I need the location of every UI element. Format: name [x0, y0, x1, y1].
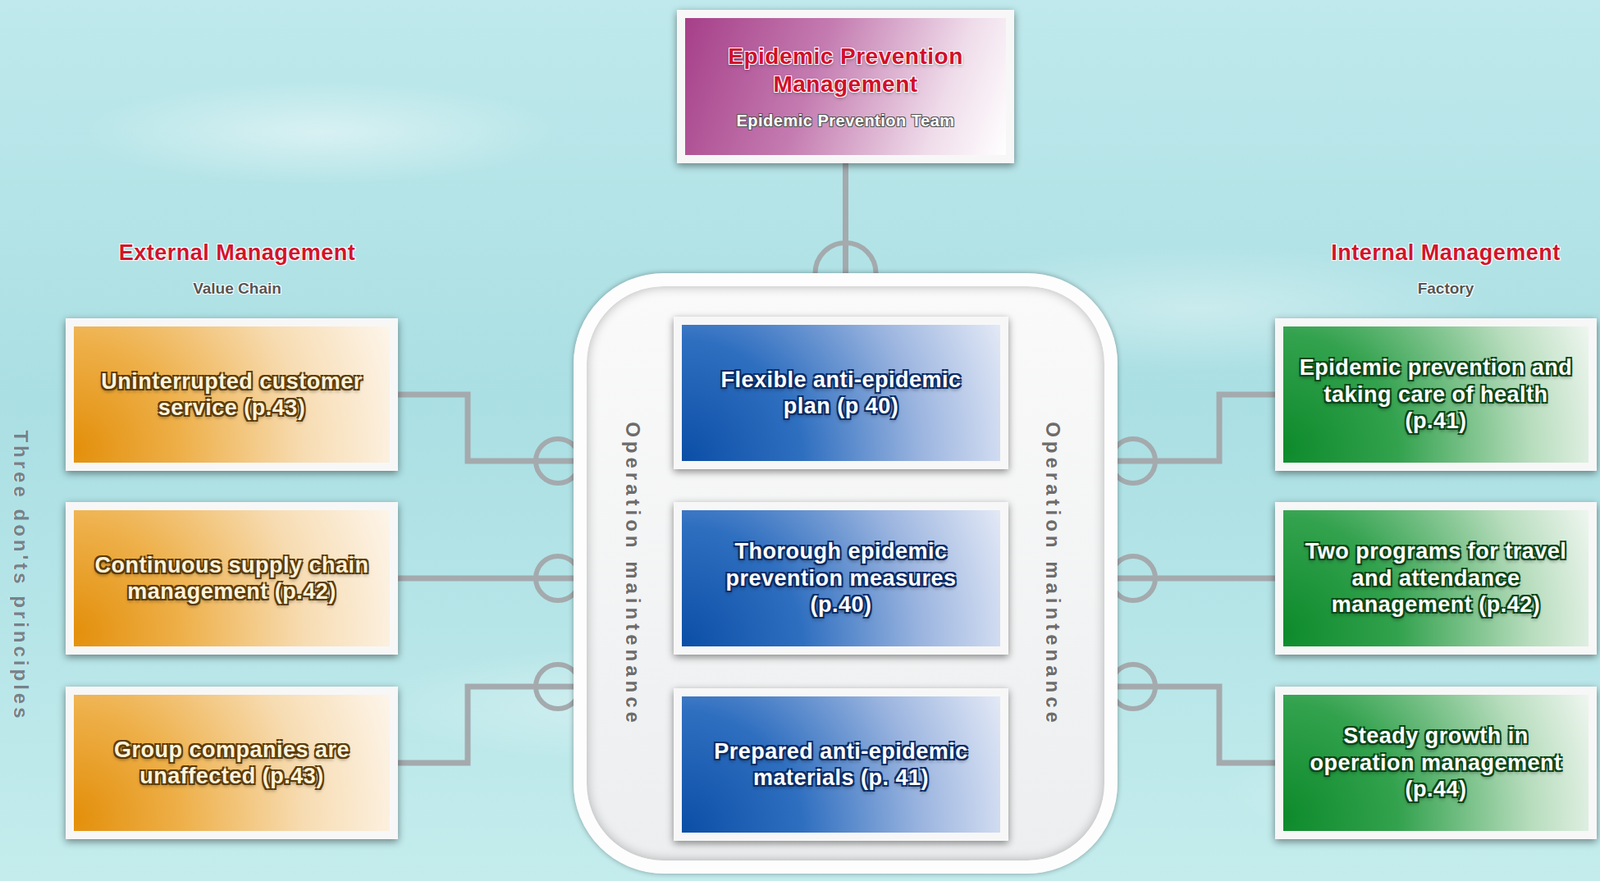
column-heading: External Management — [118, 240, 357, 266]
internal-box: Steady growth in operation management (p… — [1275, 686, 1597, 840]
column-subheading: Factory — [1417, 279, 1475, 298]
box-subtext: Epidemic Prevention Team — [736, 110, 955, 131]
management-box: Epidemic Prevention ManagementEpidemic P… — [676, 9, 1015, 164]
external-box: Continuous supply chain management (p.42… — [65, 502, 398, 655]
connector-line — [1117, 394, 1276, 462]
core-measure-box: Thorough epidemic prevention measures (p… — [673, 502, 1009, 655]
connector-line — [397, 394, 574, 462]
vertical-label: Operation maintenance — [1041, 421, 1066, 727]
box-text: Prepared anti-epidemic materials (p. 41) — [694, 738, 988, 792]
external-box: Uninterrupted customer service (p.43) — [65, 318, 398, 471]
box-text: Continuous supply chain management (p.42… — [86, 552, 377, 606]
external-box: Group companies are unaffected (p.43) — [65, 686, 398, 840]
internal-box: Epidemic prevention and taking care of h… — [1275, 318, 1597, 471]
box-text: Uninterrupted customer service (p.43) — [86, 368, 377, 422]
internal-box: Two programs for travel and attendance m… — [1275, 502, 1597, 655]
column-subheading: Value Chain — [192, 279, 282, 298]
operation-container: Operation maintenance Operation maintenan… — [573, 273, 1118, 874]
box-text: Thorough epidemic prevention measures (p… — [694, 538, 988, 618]
vertical-label: Operation maintenance — [621, 421, 645, 727]
connector-line — [842, 163, 849, 274]
connector-line — [1117, 576, 1276, 582]
box-text: Epidemic prevention and taking care of h… — [1296, 354, 1576, 435]
column-heading: Internal Management — [1330, 240, 1561, 266]
box-text: Epidemic Prevention Management — [698, 42, 993, 98]
core-measure-box: Prepared anti-epidemic materials (p. 41) — [673, 688, 1009, 842]
box-text: Two programs for travel and attendance m… — [1296, 538, 1576, 618]
connector-line — [1117, 686, 1276, 764]
box-text: Steady growth in operation management (p… — [1296, 722, 1576, 803]
connector-line — [397, 576, 574, 582]
box-text: Flexible anti-epidemic plan (p 40) — [694, 366, 988, 421]
connector-line — [397, 686, 574, 764]
box-text: Group companies are unaffected (p.43) — [86, 736, 377, 791]
core-measure-box: Flexible anti-epidemic plan (p 40) — [673, 316, 1009, 470]
side-note: Three don'ts principles — [9, 429, 32, 722]
